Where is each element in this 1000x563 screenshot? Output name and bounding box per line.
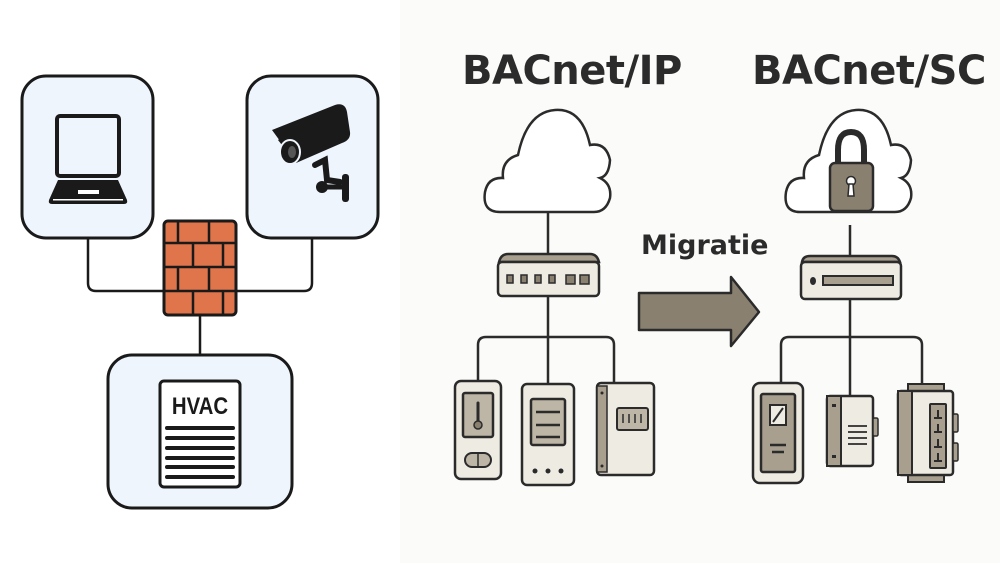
arrow-right-icon	[637, 275, 761, 348]
cloud-icon	[483, 108, 612, 214]
document-icon	[158, 379, 242, 489]
laptop-connector	[86, 238, 164, 293]
network-switch-icon	[496, 252, 601, 298]
secure-cloud-lock-icon	[784, 108, 913, 214]
left-network	[86, 238, 314, 355]
hvac-label: HVAC	[171, 393, 229, 420]
camera-connector	[236, 238, 314, 293]
laptop-node	[20, 74, 155, 240]
firewall-brick-icon	[162, 219, 238, 317]
wall-panel-icon	[751, 381, 805, 485]
hvac-node	[106, 353, 294, 510]
meter-panel-icon	[595, 381, 656, 477]
migration-label: Migratie	[641, 230, 769, 261]
outlet-panel-icon	[896, 383, 959, 483]
bacnet-ip-title: BACnet/IP	[462, 48, 682, 94]
controller-icon	[520, 382, 576, 487]
camera-icon	[272, 104, 351, 202]
bacnet-ip-network	[453, 108, 656, 487]
bacnet-sc-network	[751, 108, 959, 485]
bacnet-sc-title: BACnet/SC	[752, 48, 986, 94]
io-module-icon	[825, 394, 879, 468]
camera-node	[245, 74, 380, 240]
secure-hub-icon	[799, 254, 903, 301]
thermostat-icon	[453, 379, 503, 481]
laptop-icon	[48, 114, 128, 204]
padlock-icon	[828, 128, 875, 213]
